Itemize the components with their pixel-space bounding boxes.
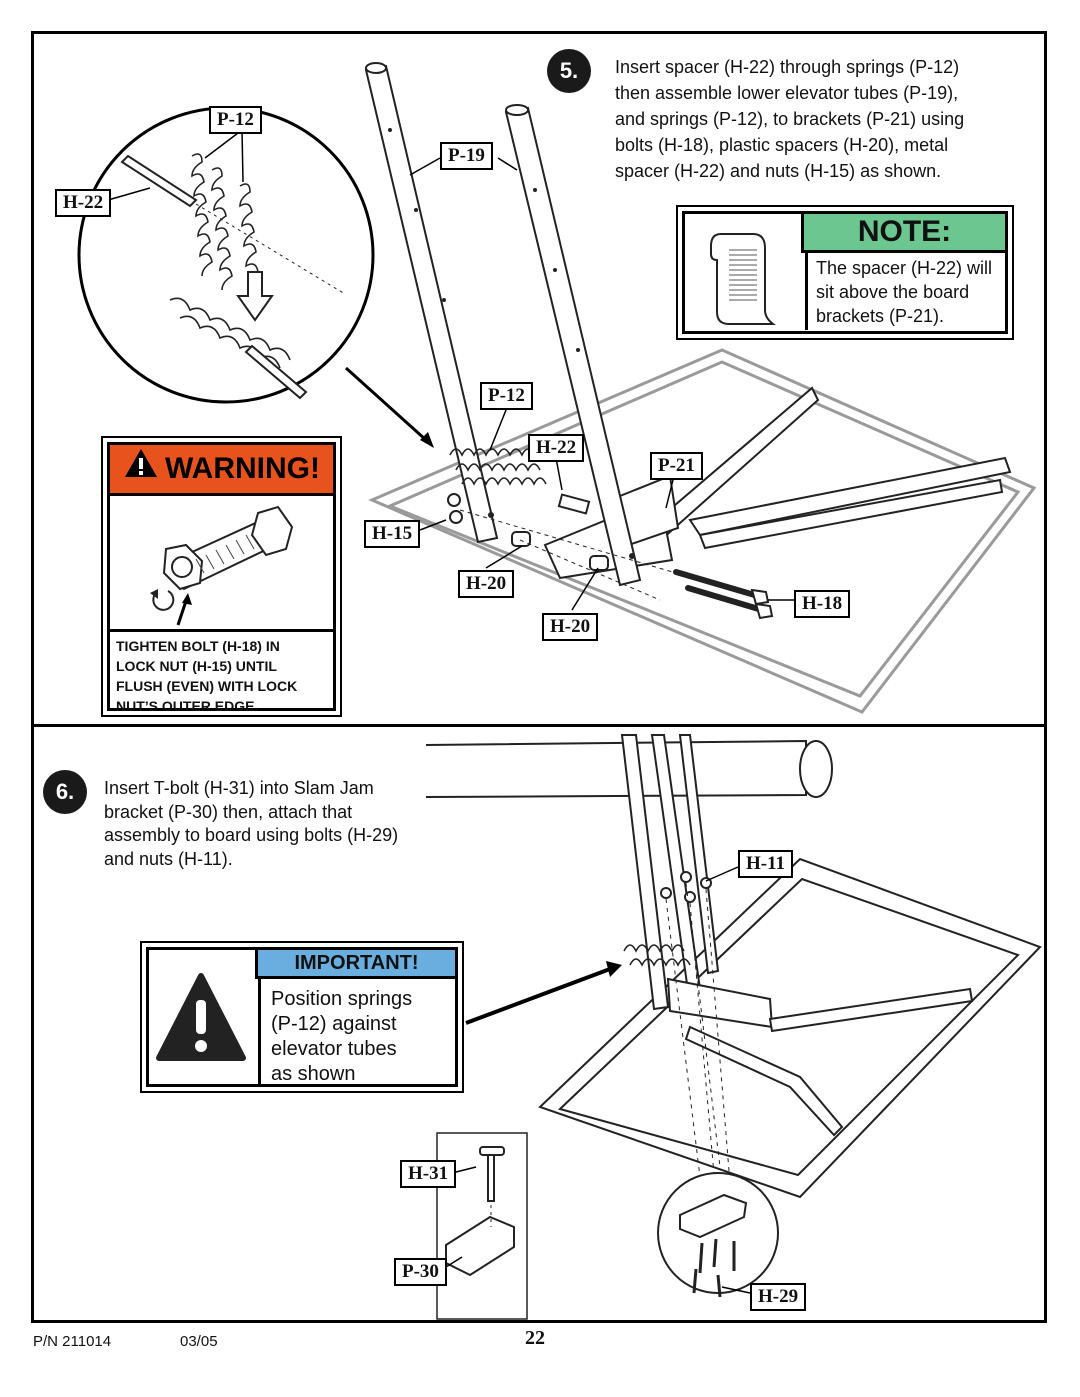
- step-5-line: and springs (P-12), to brackets (P-21) u…: [615, 109, 965, 129]
- warning-line: FLUSH (EVEN) WITH LOCK: [116, 678, 298, 694]
- label-p12: P-12: [209, 106, 262, 134]
- label-p21: P-21: [650, 452, 703, 480]
- step-6-line: assembly to board using bolts (H-29): [104, 825, 399, 845]
- step-6-number: 6.: [43, 770, 87, 814]
- warning-line: LOCK NUT (H-15) UNTIL: [116, 658, 277, 674]
- warning-title: WARNING!: [165, 452, 320, 485]
- step5-illustration: [77, 62, 1037, 714]
- label-h29: H-29: [750, 1283, 807, 1311]
- caution-triangle-icon: [156, 973, 246, 1061]
- label-h22: H-22: [55, 189, 112, 217]
- warning-header: WARNING!: [110, 445, 333, 496]
- label-h20: H-20: [458, 570, 515, 598]
- step-5-line: then assemble lower elevator tubes (P-19…: [615, 83, 959, 103]
- warning-box: WARNING! TIGHTEN BOLT (H-18) IN LOCK NUT…: [101, 436, 342, 717]
- note-title: NOTE:: [801, 214, 1005, 253]
- label-p30: P-30: [394, 1258, 447, 1286]
- note-line: brackets (P-21).: [816, 306, 945, 326]
- label-h31: H-31: [400, 1160, 457, 1188]
- step-5-line: Insert spacer (H-22) through springs (P-…: [615, 57, 960, 77]
- step-5-number: 5.: [547, 49, 591, 93]
- step-6-instructions: Insert T-bolt (H-31) into Slam Jam brack…: [104, 777, 398, 871]
- note-line: sit above the board: [816, 282, 970, 302]
- label-h11: H-11: [738, 850, 794, 878]
- label-h22: H-22: [528, 434, 585, 462]
- step-6-line: and nuts (H-11).: [104, 848, 233, 869]
- section-divider: [31, 724, 1047, 727]
- note-line: The spacer (H-22) will: [816, 258, 993, 278]
- label-h15: H-15: [364, 520, 421, 548]
- important-line: elevator tubes: [271, 1038, 397, 1060]
- step-6-line: Insert T-bolt (H-31) into Slam Jam: [104, 778, 374, 798]
- important-body: Position springs (P-12) against elevator…: [258, 979, 455, 1085]
- label-h20: H-20: [542, 613, 599, 641]
- important-line: as shown: [271, 1063, 356, 1085]
- step-6-line: bracket (P-30) then, attach that: [104, 801, 353, 822]
- label-h18: H-18: [794, 590, 851, 618]
- step-5-line: spacer (H-22) and nuts (H-15) as shown.: [615, 161, 942, 181]
- page-number: 22: [525, 1327, 545, 1349]
- page-frame: [31, 31, 1047, 1323]
- warning-triangle-icon: [123, 446, 159, 494]
- important-line: Position springs: [271, 988, 413, 1010]
- step-5-line: bolts (H-18), plastic spacers (H-20), me…: [615, 135, 949, 155]
- note-box: NOTE: The spacer (H-22) will sit above t…: [676, 205, 1014, 340]
- step6-illustration: [425, 734, 1042, 1320]
- label-p19: P-19: [440, 142, 493, 170]
- warning-line: TIGHTEN BOLT (H-18) IN: [116, 638, 280, 654]
- step-5-instructions: Insert spacer (H-22) through springs (P-…: [615, 54, 964, 184]
- important-box: IMPORTANT! Position springs (P-12) again…: [140, 941, 464, 1093]
- revision-date: 03/05: [180, 1333, 218, 1350]
- label-p12: P-12: [480, 382, 533, 410]
- note-page-icon: [710, 233, 776, 325]
- warning-body: TIGHTEN BOLT (H-18) IN LOCK NUT (H-15) U…: [110, 629, 333, 716]
- bolt-and-nut-icon: [150, 505, 294, 626]
- important-line: (P-12) against: [271, 1013, 397, 1035]
- important-title: IMPORTANT!: [255, 950, 455, 979]
- part-number: P/N 211014: [33, 1333, 112, 1350]
- warning-line: NUT’S OUTER EDGE.: [116, 698, 259, 714]
- note-body: The spacer (H-22) will sit above the boa…: [805, 250, 999, 330]
